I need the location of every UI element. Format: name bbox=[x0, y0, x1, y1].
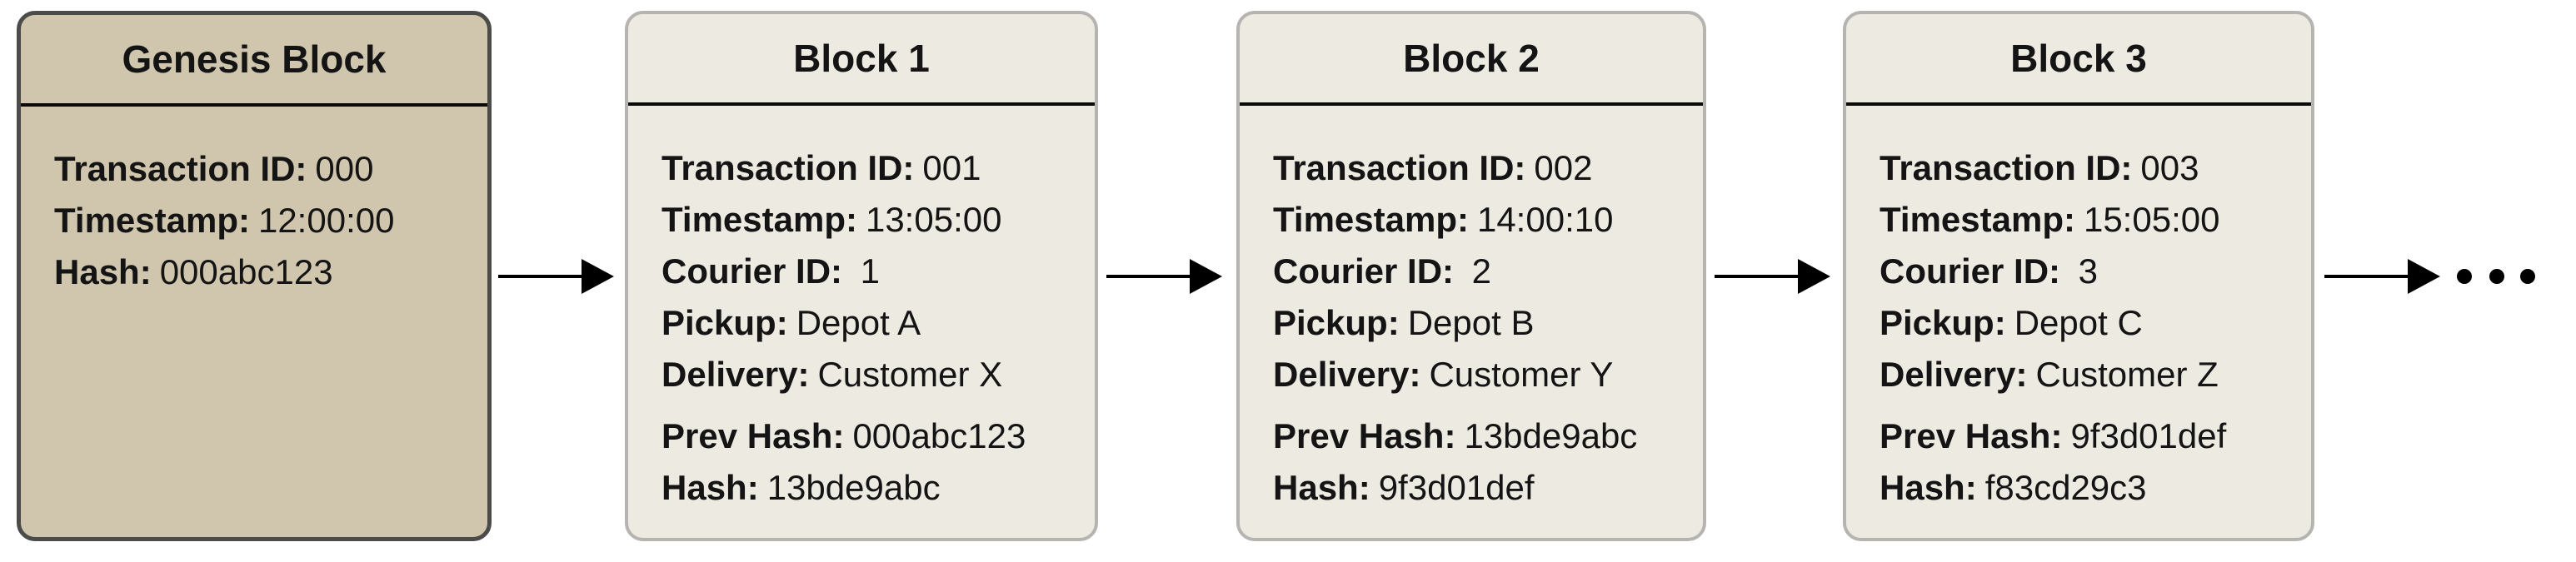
field-value: 9f3d01def bbox=[2070, 416, 2227, 455]
field-value: 000abc123 bbox=[852, 416, 1026, 455]
field-value: 003 bbox=[2140, 148, 2199, 187]
field-label: Courier ID: bbox=[661, 251, 843, 291]
block-field: Timestamp:15:05:00 bbox=[1880, 194, 2286, 246]
field-value: 13bde9abc bbox=[766, 468, 941, 507]
field-value: 15:05:00 bbox=[2083, 200, 2220, 239]
block-field: Timestamp:12:00:00 bbox=[54, 195, 462, 246]
field-value: Depot B bbox=[1407, 303, 1535, 342]
block-block-1: Block 1 Transaction ID:001 Timestamp:13:… bbox=[625, 11, 1098, 541]
arrow-right-icon bbox=[1106, 259, 1222, 294]
block-field: Timestamp:14:00:10 bbox=[1273, 194, 1678, 246]
field-value: 12:00:00 bbox=[257, 201, 395, 240]
field-value: 1 bbox=[851, 251, 881, 291]
field-label: Delivery: bbox=[661, 355, 810, 394]
field-label: Timestamp: bbox=[54, 201, 250, 240]
block-field: Transaction ID:001 bbox=[661, 142, 1070, 194]
field-value: Depot A bbox=[796, 303, 921, 342]
field-value: 2 bbox=[1462, 251, 1492, 291]
block-field: Delivery:Customer Z bbox=[1880, 349, 2286, 400]
block-block-2: Block 2 Transaction ID:002 Timestamp:14:… bbox=[1236, 11, 1706, 541]
block-field: Hash:9f3d01def bbox=[1273, 462, 1678, 514]
block-title: Genesis Block bbox=[122, 37, 387, 81]
block-field: Transaction ID:003 bbox=[1880, 142, 2286, 194]
field-label: Courier ID: bbox=[1880, 251, 2061, 291]
block-header: Genesis Block bbox=[21, 15, 487, 107]
block-field: Courier ID: 3 bbox=[1880, 246, 2286, 297]
block-field: Delivery:Customer Y bbox=[1273, 349, 1678, 400]
arrow-right-icon bbox=[2324, 259, 2440, 294]
block-field: Transaction ID:000 bbox=[54, 143, 462, 195]
block-field: Timestamp:13:05:00 bbox=[661, 194, 1070, 246]
block-title: Block 1 bbox=[793, 37, 930, 80]
field-label: Prev Hash: bbox=[1880, 416, 2063, 455]
ellipsis-icon bbox=[2457, 269, 2574, 284]
block-body: Transaction ID:000 Timestamp:12:00:00 Ha… bbox=[21, 107, 487, 298]
field-label: Pickup: bbox=[1273, 303, 1400, 342]
field-label: Transaction ID: bbox=[1880, 148, 2133, 187]
field-value: Customer Z bbox=[2035, 355, 2219, 394]
field-value: 3 bbox=[2069, 251, 2099, 291]
block-header: Block 2 bbox=[1240, 14, 1703, 106]
field-value: 13bde9abc bbox=[1464, 416, 1638, 455]
field-label: Transaction ID: bbox=[54, 149, 307, 188]
field-label: Hash: bbox=[54, 252, 152, 291]
field-value: 001 bbox=[922, 148, 981, 187]
block-field: Prev Hash:9f3d01def bbox=[1880, 410, 2286, 462]
field-value: 9f3d01def bbox=[1378, 468, 1535, 507]
block-field: Pickup:Depot A bbox=[661, 297, 1070, 349]
field-value: 000abc123 bbox=[159, 252, 333, 291]
field-label: Transaction ID: bbox=[661, 148, 915, 187]
block-field: Hash:000abc123 bbox=[54, 246, 462, 298]
field-value: 14:00:10 bbox=[1476, 200, 1614, 239]
block-header: Block 3 bbox=[1846, 14, 2311, 106]
field-value: f83cd29c3 bbox=[1984, 468, 2147, 507]
block-field: Courier ID: 2 bbox=[1273, 246, 1678, 297]
block-title: Block 2 bbox=[1403, 37, 1540, 80]
block-field: Pickup:Depot C bbox=[1880, 297, 2286, 349]
field-label: Courier ID: bbox=[1273, 251, 1455, 291]
block-genesis-block: Genesis Block Transaction ID:000 Timesta… bbox=[17, 11, 492, 541]
field-label: Timestamp: bbox=[1880, 200, 2075, 239]
field-label: Delivery: bbox=[1880, 355, 2028, 394]
field-value: Customer X bbox=[817, 355, 1003, 394]
field-label: Pickup: bbox=[661, 303, 788, 342]
field-value: Customer Y bbox=[1429, 355, 1614, 394]
block-field: Delivery:Customer X bbox=[661, 349, 1070, 400]
field-value: 000 bbox=[315, 149, 374, 188]
field-value: 002 bbox=[1534, 148, 1593, 187]
block-field: Courier ID: 1 bbox=[661, 246, 1070, 297]
field-value: 13:05:00 bbox=[865, 200, 1002, 239]
block-title: Block 3 bbox=[2010, 37, 2147, 80]
ellipsis-dot bbox=[2520, 269, 2535, 284]
ellipsis-dot bbox=[2457, 269, 2472, 284]
block-field: Prev Hash:000abc123 bbox=[661, 410, 1070, 462]
field-label: Hash: bbox=[1273, 468, 1370, 507]
block-field: Prev Hash:13bde9abc bbox=[1273, 410, 1678, 462]
field-label: Hash: bbox=[661, 468, 759, 507]
field-label: Hash: bbox=[1880, 468, 1977, 507]
field-label: Timestamp: bbox=[661, 200, 857, 239]
field-label: Prev Hash: bbox=[1273, 416, 1456, 455]
block-header: Block 1 bbox=[628, 14, 1095, 106]
block-body: Transaction ID:003 Timestamp:15:05:00 Co… bbox=[1846, 106, 2311, 514]
field-label: Transaction ID: bbox=[1273, 148, 1526, 187]
block-body: Transaction ID:001 Timestamp:13:05:00 Co… bbox=[628, 106, 1095, 514]
block-field: Transaction ID:002 bbox=[1273, 142, 1678, 194]
field-label: Pickup: bbox=[1880, 303, 2006, 342]
block-body: Transaction ID:002 Timestamp:14:00:10 Co… bbox=[1240, 106, 1703, 514]
arrow-right-icon bbox=[1715, 259, 1830, 294]
block-block-3: Block 3 Transaction ID:003 Timestamp:15:… bbox=[1843, 11, 2314, 541]
block-field: Hash:13bde9abc bbox=[661, 462, 1070, 514]
field-label: Delivery: bbox=[1273, 355, 1421, 394]
arrow-right-icon bbox=[498, 259, 614, 294]
block-field: Hash:f83cd29c3 bbox=[1880, 462, 2286, 514]
field-value: Depot C bbox=[2014, 303, 2143, 342]
ellipsis-dot bbox=[2489, 269, 2504, 284]
block-field: Pickup:Depot B bbox=[1273, 297, 1678, 349]
field-label: Timestamp: bbox=[1273, 200, 1469, 239]
field-label: Prev Hash: bbox=[661, 416, 845, 455]
